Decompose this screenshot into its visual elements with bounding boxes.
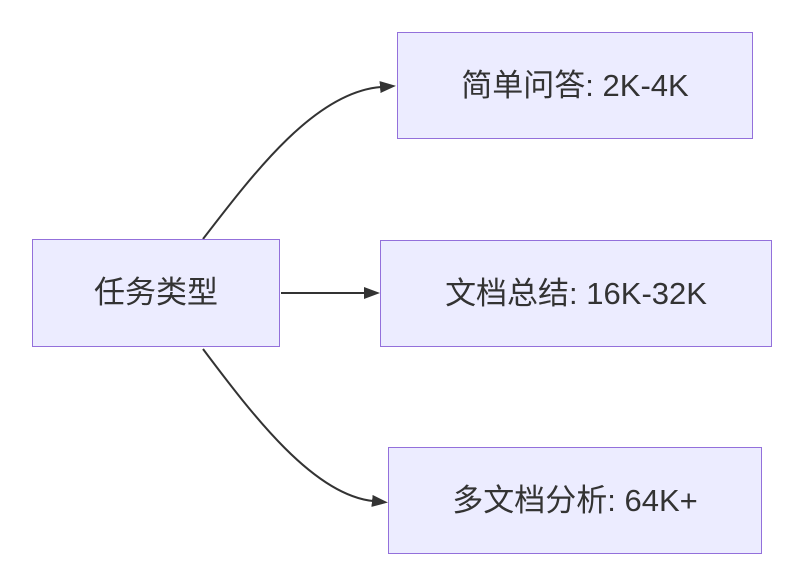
- node-doc-summary-label: 文档总结: 16K-32K: [445, 275, 707, 311]
- edge-root-to-qa: [202, 81, 396, 240]
- node-task-type: 任务类型: [32, 239, 280, 347]
- node-task-type-label: 任务类型: [94, 275, 218, 311]
- node-multi-doc-analysis-label: 多文档分析: 64K+: [452, 482, 698, 518]
- edge-root-to-multidoc: [202, 348, 388, 507]
- node-simple-qa-label: 简单问答: 2K-4K: [461, 67, 689, 103]
- node-multi-doc-analysis: 多文档分析: 64K+: [388, 447, 762, 554]
- node-simple-qa: 简单问答: 2K-4K: [397, 32, 753, 139]
- node-doc-summary: 文档总结: 16K-32K: [380, 240, 772, 347]
